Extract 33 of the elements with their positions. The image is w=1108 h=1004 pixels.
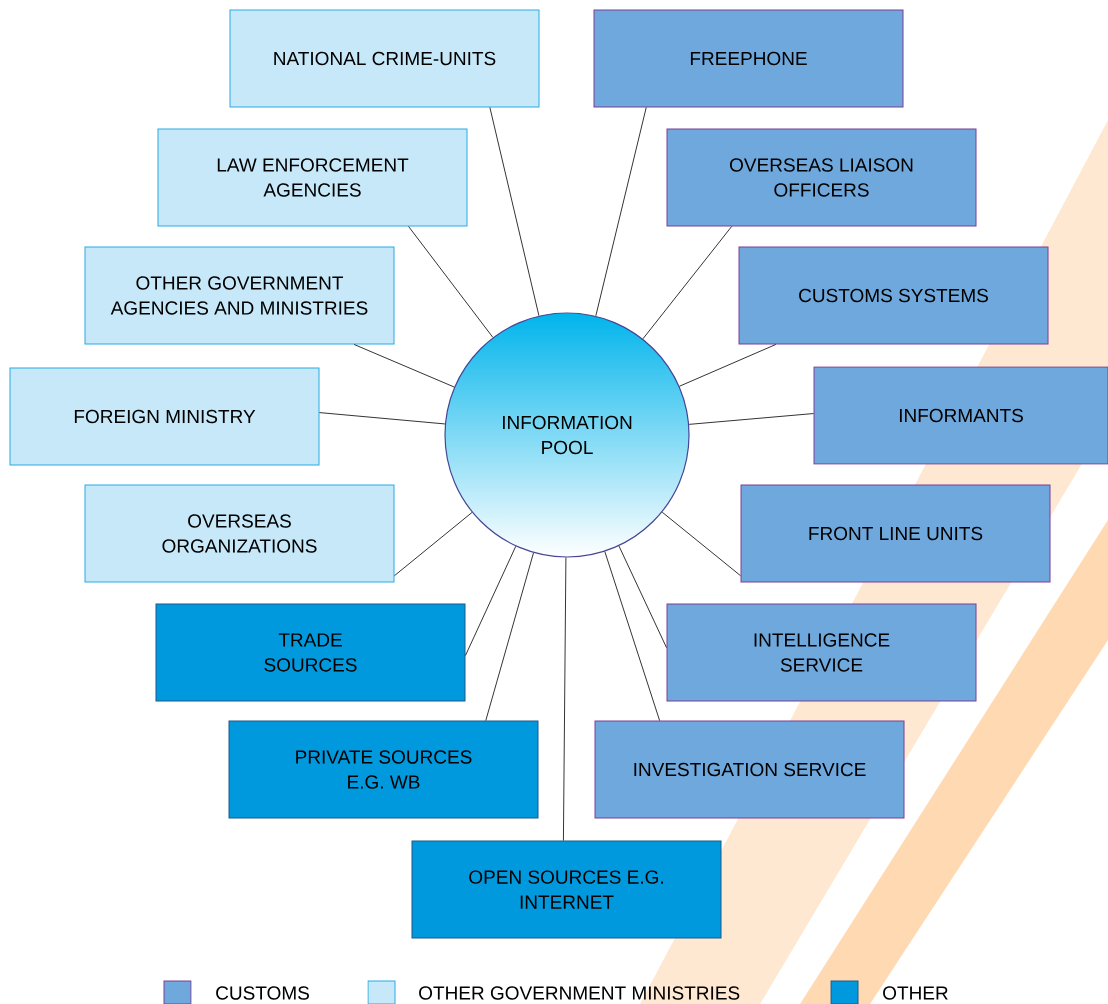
- source-box: INTELLIGENCE SERVICE: [666, 603, 977, 702]
- connector-line: [604, 551, 660, 721]
- connector-line: [408, 226, 494, 338]
- connector-line: [465, 545, 517, 656]
- connector-line: [563, 557, 567, 841]
- source-box: LAW ENFORCEMENT AGENCIES: [157, 128, 468, 227]
- legend-label: OTHER: [883, 986, 948, 1000]
- source-box: CUSTOMS SYSTEMS: [738, 246, 1049, 345]
- source-box: INFORMANTS: [813, 366, 1108, 465]
- connector-line: [485, 552, 534, 721]
- legend-label: OTHER GOVERNMENT MINISTRIES: [419, 986, 740, 1000]
- connector-line: [618, 545, 667, 648]
- source-box: FOREIGN MINISTRY: [9, 367, 320, 466]
- legend-label: CUSTOMS: [216, 986, 309, 1000]
- source-box: OVERSEAS LIAISON OFFICERS: [666, 128, 977, 227]
- connector-line: [353, 344, 455, 388]
- source-box: PRIVATE SOURCES E.G. WB: [228, 720, 539, 819]
- connector-line: [688, 413, 814, 425]
- connector-line: [595, 107, 647, 317]
- source-box: OPEN SOURCES E.G. INTERNET: [411, 840, 722, 939]
- connector-line: [394, 512, 473, 577]
- source-box: TRADE SOURCES: [155, 603, 466, 702]
- source-box: NATIONAL CRIME-UNITS: [229, 9, 540, 108]
- source-box: INVESTIGATION SERVICE: [594, 720, 905, 819]
- connector-line: [489, 107, 540, 317]
- connector-line: [679, 344, 777, 387]
- connector-line: [661, 511, 741, 577]
- source-box: OVERSEAS ORGANIZATIONS: [84, 484, 395, 583]
- source-box: FRONT LINE UNITS: [740, 484, 1051, 583]
- source-box: FREEPHONE: [593, 9, 904, 108]
- source-box: OTHER GOVERNMENT AGENCIES AND MINISTRIES: [84, 246, 395, 345]
- connector-line: [319, 412, 446, 425]
- connector-line: [642, 226, 732, 340]
